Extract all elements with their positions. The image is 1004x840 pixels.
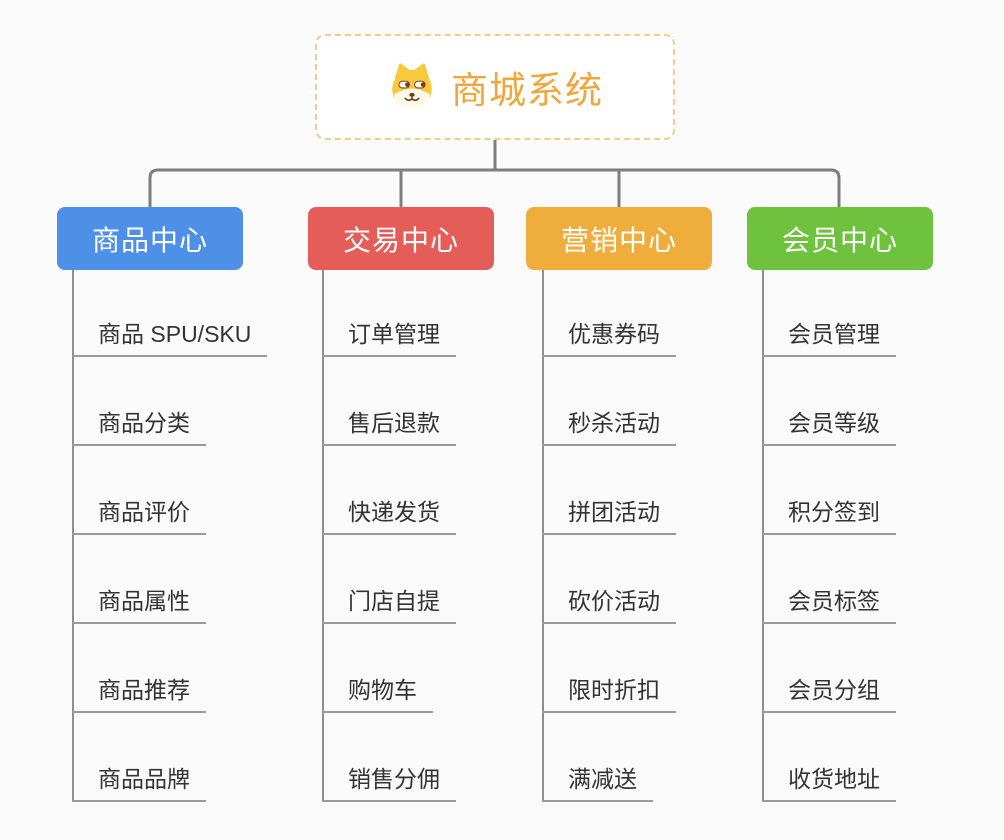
leaf-topic[interactable]: 限时折扣 (542, 672, 676, 713)
branch-node-members[interactable]: 会员中心 (747, 207, 933, 270)
leaf-topic[interactable]: 优惠券码 (542, 316, 676, 357)
branch-trunk-line (322, 270, 324, 802)
leaf-topic[interactable]: 门店自提 (322, 583, 456, 624)
leaf-topic[interactable]: 商品属性 (72, 583, 206, 624)
leaf-topic[interactable]: 商品推荐 (72, 672, 206, 713)
leaf-topic[interactable]: 秒杀活动 (542, 405, 676, 446)
leaf-topic[interactable]: 收货地址 (762, 761, 896, 802)
leaf-topic[interactable]: 订单管理 (322, 316, 456, 357)
branch-node-products[interactable]: 商品中心 (57, 207, 243, 270)
leaf-topic[interactable]: 会员标签 (762, 583, 896, 624)
branch-trunk-line (72, 270, 74, 802)
leaf-topic[interactable]: 满减送 (542, 761, 653, 802)
root-topic[interactable]: 商城系统 (315, 34, 675, 140)
leaf-topic[interactable]: 会员管理 (762, 316, 896, 357)
leaf-topic[interactable]: 商品 SPU/SKU (72, 316, 268, 357)
leaf-topic[interactable]: 销售分佣 (322, 761, 456, 802)
leaf-topic[interactable]: 快递发货 (322, 494, 456, 535)
branch-trunk-line (762, 270, 764, 802)
shiba-dog-icon (387, 62, 437, 112)
branch-node-trade[interactable]: 交易中心 (308, 207, 494, 270)
leaf-topic[interactable]: 商品评价 (72, 494, 206, 535)
leaf-topic[interactable]: 会员等级 (762, 405, 896, 446)
leaf-topic[interactable]: 积分签到 (762, 494, 896, 535)
root-topic-label: 商城系统 (451, 70, 603, 111)
leaf-topic[interactable]: 商品品牌 (72, 761, 206, 802)
branch-node-marketing[interactable]: 营销中心 (526, 207, 712, 270)
leaf-topic[interactable]: 会员分组 (762, 672, 896, 713)
leaf-topic[interactable]: 售后退款 (322, 405, 456, 446)
leaf-topic[interactable]: 拼团活动 (542, 494, 676, 535)
leaf-topic[interactable]: 商品分类 (72, 405, 206, 446)
leaf-topic[interactable]: 砍价活动 (542, 583, 676, 624)
branch-trunk-line (542, 270, 544, 802)
leaf-topic[interactable]: 购物车 (322, 672, 433, 713)
